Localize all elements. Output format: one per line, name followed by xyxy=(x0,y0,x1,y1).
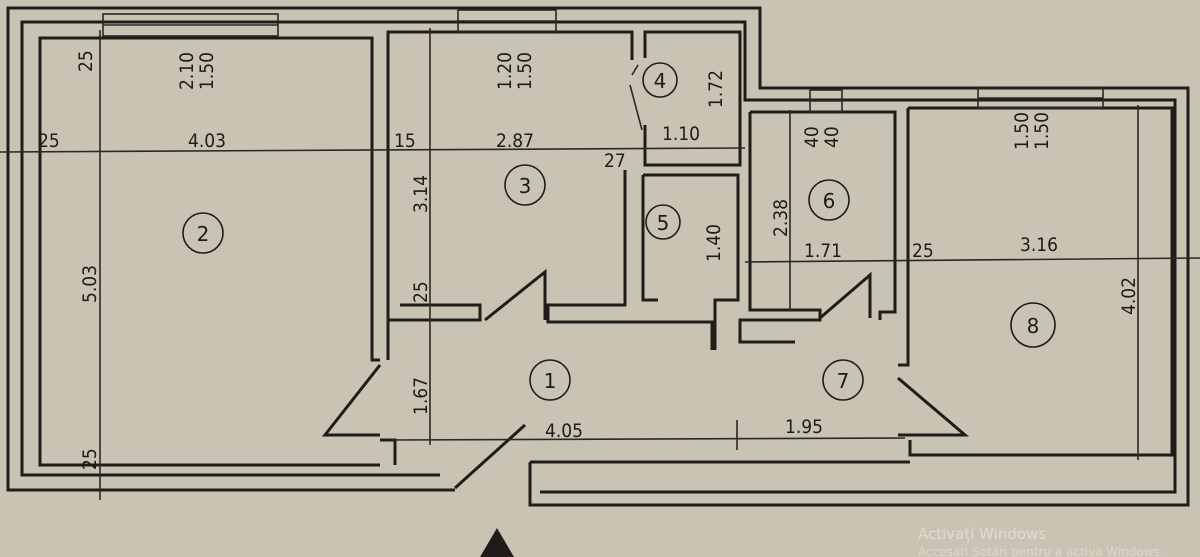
room-walls xyxy=(38,30,1174,467)
window-height: 1.50 xyxy=(1031,112,1053,150)
room-number: 2 xyxy=(197,222,210,246)
door-swings xyxy=(321,64,970,490)
room-number: 5 xyxy=(657,211,670,235)
dimension: 1.40 xyxy=(703,224,725,262)
watermark-title: Activați Windows xyxy=(918,525,1046,543)
dimension: 3.16 xyxy=(1020,234,1058,256)
dimension: 2.87 xyxy=(496,130,534,152)
dimension-lines xyxy=(0,28,1200,500)
windows xyxy=(102,9,1104,113)
dimension: 5.03 xyxy=(79,265,101,303)
dimension: 25 xyxy=(75,50,97,72)
room-number: 1 xyxy=(544,369,557,393)
dimension: 25 xyxy=(79,448,101,470)
window-width: 1.20 xyxy=(494,52,516,90)
dimension: 4.05 xyxy=(545,420,583,442)
dimension: 25 xyxy=(410,281,432,303)
dimension: 15 xyxy=(394,130,416,152)
window-sizes: 2.10 1.50 1.20 1.50 40 40 1.50 1.50 xyxy=(176,52,1053,150)
dimension: 25 xyxy=(912,240,934,262)
room-number: 4 xyxy=(654,69,667,93)
room-labels: 2 3 4 5 6 1 7 8 xyxy=(182,62,1056,401)
dimension: 2.38 xyxy=(770,199,792,237)
dimension: 3.14 xyxy=(410,175,432,213)
dimension: 1.72 xyxy=(705,70,727,108)
dimension: 4.02 xyxy=(1118,277,1140,315)
watermark-subtitle: Accesați Setări pentru a activa Windows. xyxy=(918,545,1164,557)
window-width: 2.10 xyxy=(176,52,198,90)
dimension: 4.03 xyxy=(188,130,226,152)
dimension: 27 xyxy=(604,150,626,172)
window-height: 40 xyxy=(821,126,843,148)
dimension: 25 xyxy=(38,130,60,152)
outer-walls xyxy=(6,6,1190,507)
window-height: 1.50 xyxy=(514,52,536,90)
window-width: 40 xyxy=(801,126,823,148)
room-number: 7 xyxy=(837,369,850,393)
north-arrow-icon xyxy=(480,528,514,557)
room-number: 3 xyxy=(519,174,532,198)
dimension: 1.95 xyxy=(785,416,823,438)
dimension: 1.10 xyxy=(662,123,700,145)
room-number: 8 xyxy=(1027,314,1040,338)
dimension: 1.67 xyxy=(410,377,432,415)
room-number: 6 xyxy=(823,189,836,213)
dimension-labels: 25 25 4.03 5.03 25 15 2.87 3.14 25 1.10 … xyxy=(38,50,1140,470)
dimension: 1.71 xyxy=(804,240,842,262)
window-width: 1.50 xyxy=(1011,112,1033,150)
window-height: 1.50 xyxy=(196,52,218,90)
